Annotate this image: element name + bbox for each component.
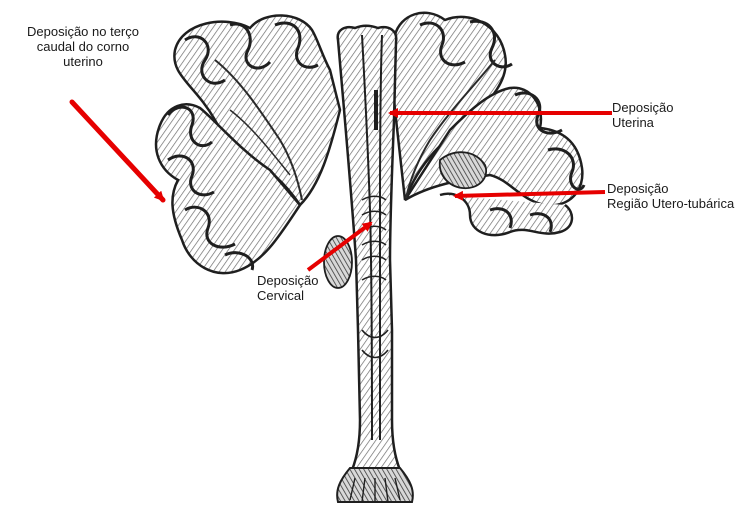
label-caudal-line-3: uterino <box>8 54 158 69</box>
label-uterina-line-1: Deposição <box>612 100 673 115</box>
label-caudal-horn: Deposição no terço caudal do corno uteri… <box>8 24 158 69</box>
right-uterine-horn <box>392 13 584 235</box>
label-caudal-line-2: caudal do corno <box>8 39 158 54</box>
label-uterina: Deposição Uterina <box>612 100 673 130</box>
label-tubarica: Deposição Região Utero-tubárica <box>607 181 734 211</box>
left-uterine-horn <box>156 15 340 273</box>
arrow-tubarica <box>455 192 605 196</box>
label-uterina-line-2: Uterina <box>612 115 673 130</box>
label-tubarica-line-2: Região Utero-tubárica <box>607 196 734 211</box>
label-cervical: Deposição Cervical <box>257 273 318 303</box>
label-cervical-line-2: Cervical <box>257 288 318 303</box>
label-caudal-line-1: Deposição no terço <box>8 24 158 39</box>
arrow-caudal <box>72 102 163 200</box>
label-tubarica-line-1: Deposição <box>607 181 734 196</box>
label-cervical-line-1: Deposição <box>257 273 318 288</box>
